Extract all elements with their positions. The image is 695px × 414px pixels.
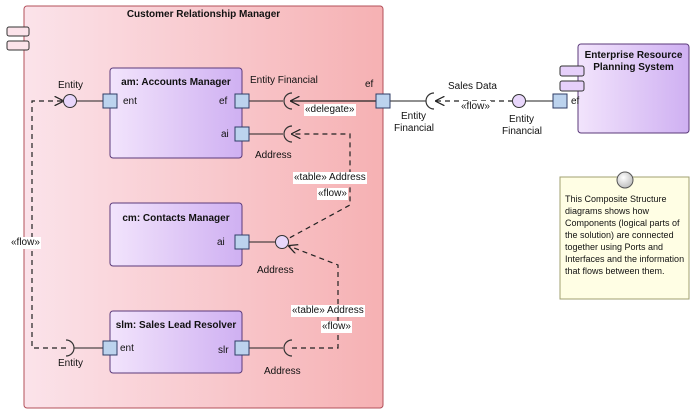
slm-port-ent-label: ent (120, 343, 134, 354)
delegate-label: «delegate» (304, 104, 356, 116)
entity-provided-interface (63, 94, 77, 108)
flow-label-sales: «flow» (460, 101, 491, 113)
cm-port-ai-label: ai (217, 237, 225, 248)
address-label-slm: Address (264, 366, 301, 377)
erp-component-icon (559, 65, 585, 92)
cm-port-ai[interactable] (234, 234, 250, 250)
entity-financial-erp-line1: Entity (509, 114, 535, 125)
address-socket-slm (283, 339, 293, 357)
accounts-manager-component[interactable] (109, 67, 243, 159)
crm-title: Customer Relationship Manager (126, 9, 281, 20)
entity-financial-crm-line1: Entity (401, 111, 427, 122)
flow-address-1 (281, 134, 351, 243)
address-socket-am (283, 125, 293, 143)
accounts-manager-title: am: Accounts Manager (121, 77, 231, 88)
flow-entity-left (31, 101, 66, 349)
crm-port-ef-label: ef (365, 79, 374, 90)
am-port-ai[interactable] (234, 126, 250, 142)
flow-address-2 (289, 246, 339, 349)
entity-label-top: Entity (58, 80, 84, 91)
am-port-ent-label: ent (123, 96, 137, 107)
erp-entity-financial-interface (512, 94, 526, 108)
crm-component-icon (6, 26, 30, 51)
erp-title-line2: Planning System (593, 62, 674, 73)
am-port-ai-label: ai (221, 129, 229, 140)
entity-socket-slm (65, 339, 75, 357)
flow-label-left: «flow» (10, 237, 41, 249)
erp-port-ef-label: ef (571, 96, 580, 107)
entity-financial-socket-am (283, 92, 293, 110)
entity-financial-label: Entity Financial (250, 75, 318, 86)
erp-title-line1: Enterprise Resource (584, 50, 683, 61)
am-port-ef[interactable] (234, 93, 250, 109)
address-label-cm: Address (257, 265, 294, 276)
note[interactable] (559, 176, 690, 300)
slm-port-ent[interactable] (102, 340, 118, 356)
address-label-am: Address (255, 150, 292, 161)
table-address-label-1: «table» Address (293, 172, 367, 184)
flow-label-2: «flow» (321, 321, 352, 333)
table-address-label-2: «table» Address (291, 305, 365, 317)
note-text: This Composite Structure diagrams shows … (565, 194, 685, 276)
contacts-manager-title: cm: Contacts Manager (122, 213, 230, 224)
slm-port-slr[interactable] (234, 340, 250, 356)
crm-port-ef[interactable] (375, 93, 391, 109)
sales-data-label: Sales Data (448, 81, 497, 92)
am-port-ef-label: ef (219, 96, 228, 107)
entity-financial-crm-line2: Financial (394, 123, 435, 134)
am-port-ent[interactable] (102, 93, 118, 109)
entity-label-bottom: Entity (58, 358, 84, 369)
entity-financial-socket-crm (425, 92, 435, 110)
entity-financial-erp-line2: Financial (502, 126, 543, 137)
flow-label-1: «flow» (317, 188, 348, 200)
sales-lead-resolver-title: slm: Sales Lead Resolver (115, 320, 237, 331)
erp-port-ef[interactable] (552, 93, 568, 109)
address-provided-interface (275, 235, 289, 249)
note-pin-icon (616, 171, 634, 189)
slm-port-slr-label: slr (218, 345, 229, 356)
